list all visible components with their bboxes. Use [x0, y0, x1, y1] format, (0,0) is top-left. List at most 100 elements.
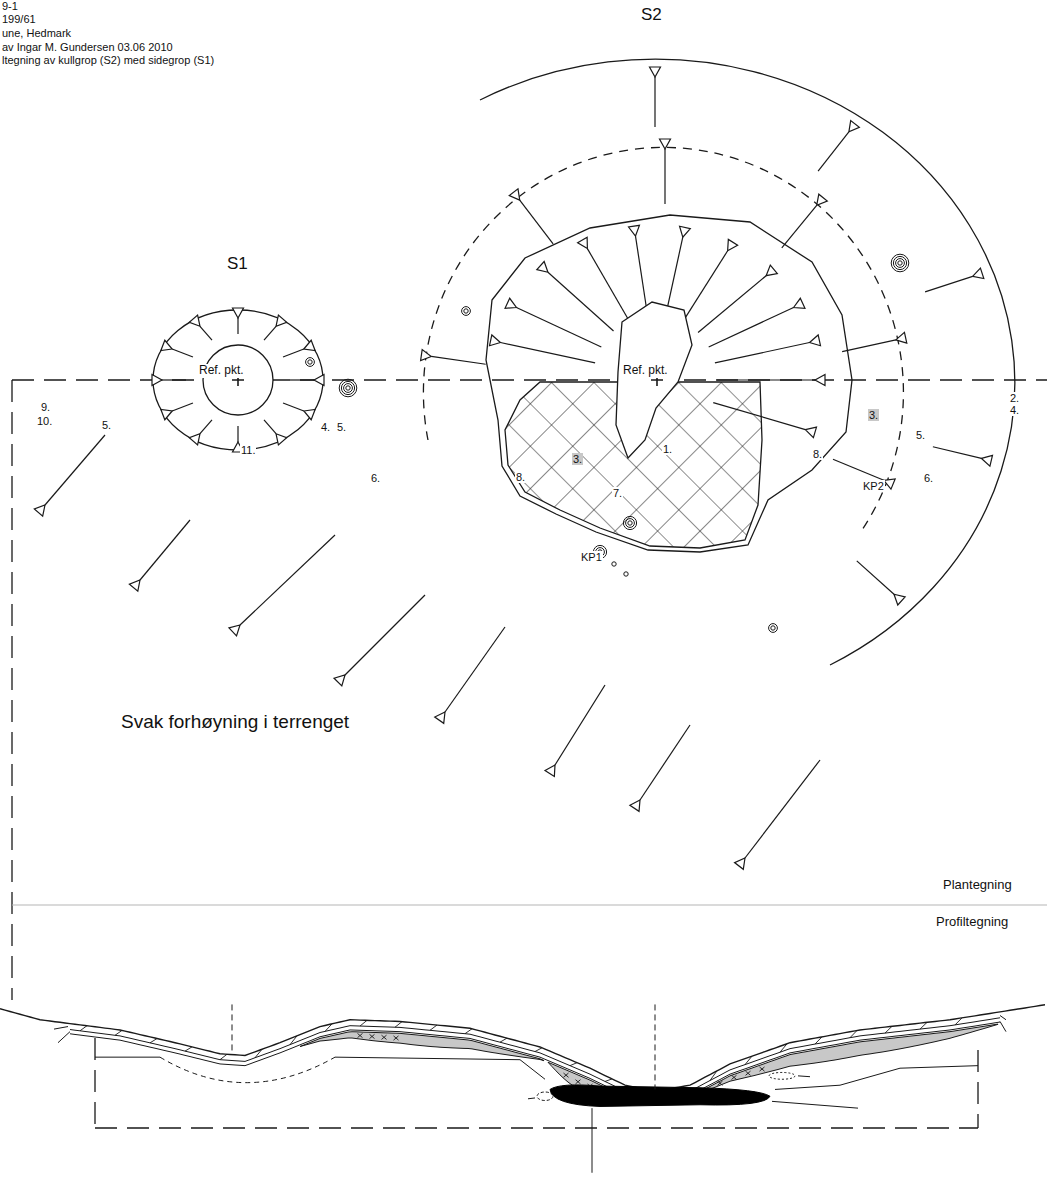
leader-line: [798, 1075, 810, 1077]
hachure-line: [445, 627, 505, 712]
hachure-line: [431, 356, 485, 364]
hachure-line: [500, 342, 595, 362]
hachure-line: [636, 236, 648, 314]
reference-line: [232, 1004, 233, 1053]
leader-line: [528, 1097, 535, 1099]
humus-hatch: [80, 1026, 87, 1031]
humus-hatch: [850, 1030, 857, 1037]
humus-hatch: [500, 1038, 507, 1042]
pit-outline: [153, 310, 323, 450]
hachure-line: [717, 379, 815, 380]
tree-symbol: [308, 360, 312, 364]
hachure-line: [933, 447, 982, 459]
hachure-triangle: [189, 315, 200, 326]
hachure-line: [833, 459, 884, 480]
hachure-triangle: [815, 375, 825, 386]
humus-hatch: [815, 1037, 822, 1044]
layer-number: 7.: [612, 487, 623, 499]
hachure-line: [709, 308, 794, 348]
hachure-triangle: [421, 350, 432, 361]
hachure-triangle: [884, 479, 895, 489]
hachure-triangle: [629, 225, 640, 236]
humus-hatch: [780, 1044, 787, 1052]
hachure-triangle: [545, 765, 555, 776]
hachure-triangle: [152, 375, 162, 386]
header-text: 199/61: [1, 13, 37, 25]
mound-outline: [480, 59, 1015, 665]
tree-symbol: [896, 259, 905, 268]
header-text: av Ingar M. Gundersen 03.06 2010: [1, 41, 174, 53]
hachure-line: [713, 403, 805, 430]
tree-symbol: [339, 379, 357, 397]
humus-hatch: [885, 1026, 892, 1033]
tree-symbol: [628, 521, 632, 525]
hachure-line: [240, 535, 335, 625]
hachure-line: [654, 77, 655, 127]
sheet-divider: [12, 905, 1047, 906]
hachure-line: [587, 249, 628, 321]
humus-hatch: [325, 1024, 332, 1032]
hachure-triangle: [766, 265, 777, 276]
feature-outline-dashed: [160, 1057, 335, 1083]
charcoal-layer: [550, 1085, 770, 1107]
hachure-line: [925, 276, 973, 292]
hachure-triangle: [505, 298, 516, 308]
hachure-triangle: [229, 625, 240, 636]
feature-label: S2: [640, 6, 663, 25]
header-text: une, Hedmark: [1, 27, 72, 39]
layer-number: 6.: [370, 472, 381, 484]
humus-hatch: [395, 1022, 402, 1028]
tree-symbol: [626, 519, 635, 528]
hachure-triangle: [129, 580, 140, 591]
layer-number: 3.: [868, 409, 879, 421]
hachure-line: [264, 326, 276, 340]
humus-hatch: [150, 1039, 157, 1043]
hachure-triangle: [849, 121, 859, 132]
hachure-line: [264, 420, 276, 434]
hachure-triangle: [435, 712, 445, 723]
hachure-line: [715, 342, 810, 362]
layer-boundary: [70, 1022, 1000, 1101]
pit-bottom: [203, 345, 273, 415]
tree-symbol: [893, 256, 906, 269]
hachure-triangle: [817, 194, 828, 205]
view-label: Plantegning: [942, 878, 1013, 892]
cross-mark: [760, 1067, 765, 1071]
tree-symbol: [624, 572, 628, 576]
humus-hatch: [570, 1063, 577, 1066]
layer-number: 11.: [240, 444, 256, 456]
layer-number: 5.: [101, 419, 112, 431]
hachure-triangle: [794, 298, 805, 308]
cross-mark: [746, 1071, 751, 1075]
leader-line: [772, 1101, 858, 1108]
hachure-triangle: [490, 335, 501, 346]
layer-boundary: [335, 1057, 545, 1079]
layer-number: 2.: [1009, 392, 1020, 404]
profile-frame: [94, 1038, 95, 1128]
leader-line: [54, 1027, 68, 1030]
hachure-triangle: [805, 427, 816, 438]
hachure-line: [283, 349, 304, 357]
hachure-triangle: [650, 67, 661, 77]
hachure-triangle: [314, 375, 324, 386]
header-text: ltegning av kullgrop (S2) med sidegrop (…: [1, 54, 215, 66]
humus-hatch: [290, 1036, 297, 1045]
pit-outline: [486, 215, 852, 552]
hachure-line: [200, 420, 212, 434]
tree-symbol: [612, 562, 616, 566]
hachure-triangle: [276, 434, 287, 445]
cross-mark: [358, 1033, 363, 1037]
layer-boundary: [775, 1066, 978, 1090]
layer-number: 5.: [336, 421, 347, 433]
humus-hatch: [535, 1048, 542, 1052]
hachure-triangle: [894, 594, 905, 605]
leader-line: [58, 1032, 70, 1043]
hachure-line: [857, 561, 894, 594]
tree-symbol: [341, 381, 354, 394]
hachure-triangle: [161, 340, 172, 350]
hachure-triangle: [981, 455, 992, 466]
hachure-triangle: [660, 139, 671, 149]
hachure-triangle: [509, 189, 519, 200]
cross-mark: [370, 1034, 375, 1038]
